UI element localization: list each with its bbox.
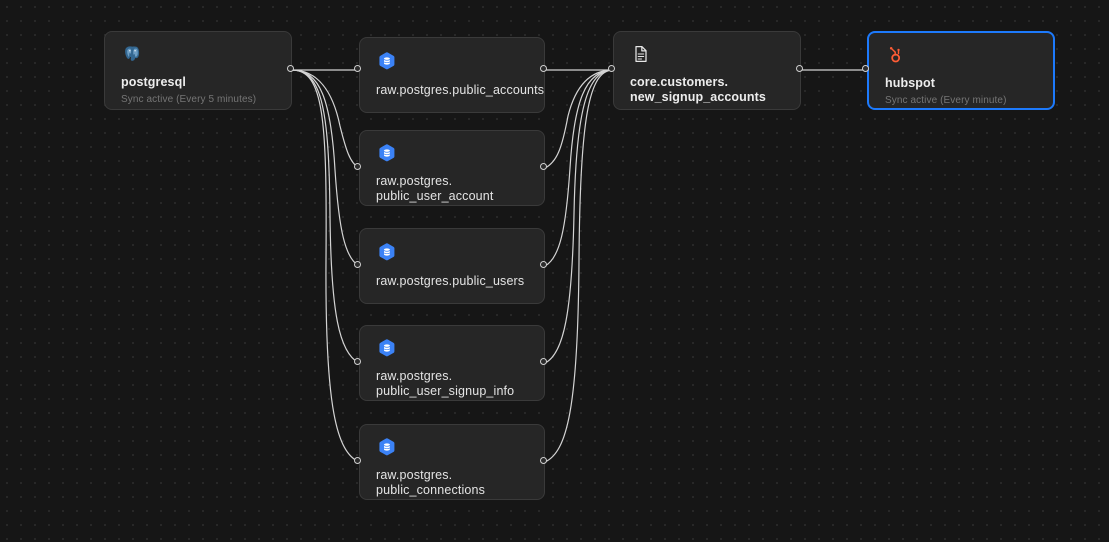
- database-table-icon: [376, 241, 398, 263]
- node-title: hubspot: [885, 76, 935, 90]
- port-in-hubspot[interactable]: [862, 65, 869, 72]
- node-title: raw.postgres. public_user_signup_info: [376, 369, 515, 398]
- database-table-icon: [379, 52, 395, 70]
- node-title: raw.postgres.public_users: [376, 274, 525, 288]
- database-table-icon: [379, 243, 395, 261]
- node-title: core.customers. new_signup_accounts: [630, 75, 766, 104]
- database-table-icon: [376, 437, 398, 457]
- edge-raw-public-connections-to-core-customers[interactable]: [544, 69, 614, 463]
- port-in-raw_public_user_account[interactable]: [354, 163, 361, 170]
- database-table-icon: [376, 338, 398, 358]
- model-node-raw-postgres-public-user-signup-info[interactable]: raw.postgres. public_user_signup_info: [359, 325, 545, 401]
- postgresql-elephant-icon: [121, 44, 143, 64]
- port-out-raw_public_users[interactable]: [540, 261, 547, 268]
- database-table-icon: [379, 438, 395, 456]
- node-title: raw.postgres. public_connections: [376, 468, 486, 497]
- node-title: raw.postgres.public_accounts: [376, 83, 545, 97]
- postgresql-elephant-icon: [125, 46, 140, 61]
- port-in-raw_public_accounts[interactable]: [354, 65, 361, 72]
- edge-raw-public-users-to-core-customers[interactable]: [544, 69, 614, 267]
- edge-postgresql-to-raw-public-connections[interactable]: [291, 69, 360, 463]
- edge-raw-public-user-account-to-core-customers[interactable]: [544, 69, 614, 169]
- database-table-icon: [376, 143, 398, 163]
- node-sync-status: Sync active (Every 5 minutes): [121, 93, 257, 105]
- edge-postgresql-to-raw-public-users[interactable]: [291, 69, 360, 267]
- model-node-raw-postgres-public-accounts[interactable]: raw.postgres.public_accounts: [359, 37, 545, 113]
- document-file-icon: [630, 44, 652, 64]
- port-in-core_customers[interactable]: [608, 65, 615, 72]
- edge-raw-public-user-signup-info-to-core-customers[interactable]: [544, 69, 614, 364]
- port-in-raw_public_connections[interactable]: [354, 457, 361, 464]
- database-table-icon: [376, 50, 398, 72]
- edge-postgresql-to-raw-public-user-signup-info[interactable]: [291, 69, 360, 364]
- document-file-icon: [635, 46, 647, 62]
- port-out-core_customers[interactable]: [796, 65, 803, 72]
- edge-postgresql-to-raw-public-user-account[interactable]: [291, 69, 360, 169]
- port-in-raw_public_users[interactable]: [354, 261, 361, 268]
- model-node-raw-postgres-public-user-account[interactable]: raw.postgres. public_user_account: [359, 130, 545, 206]
- port-out-raw_public_connections[interactable]: [540, 457, 547, 464]
- database-table-icon: [379, 144, 395, 162]
- port-out-raw_public_accounts[interactable]: [540, 65, 547, 72]
- database-table-icon: [379, 339, 395, 357]
- port-out-raw_public_user_account[interactable]: [540, 163, 547, 170]
- node-sync-status: Sync active (Every minute): [885, 94, 1007, 106]
- node-title: postgresql: [121, 75, 186, 89]
- node-title: raw.postgres. public_user_account: [376, 174, 494, 203]
- model-node-raw-postgres-public-users[interactable]: raw.postgres.public_users: [359, 228, 545, 304]
- port-out-raw_public_user_signup_info[interactable]: [540, 358, 547, 365]
- port-out-postgresql[interactable]: [287, 65, 294, 72]
- port-in-raw_public_user_signup_info[interactable]: [354, 358, 361, 365]
- model-node-core-customers-new-signup-accounts[interactable]: core.customers. new_signup_accounts: [613, 31, 801, 110]
- model-node-raw-postgres-public-connections[interactable]: raw.postgres. public_connections: [359, 424, 545, 500]
- hubspot-sprocket-icon: [885, 45, 907, 65]
- hubspot-sprocket-icon: [889, 47, 901, 63]
